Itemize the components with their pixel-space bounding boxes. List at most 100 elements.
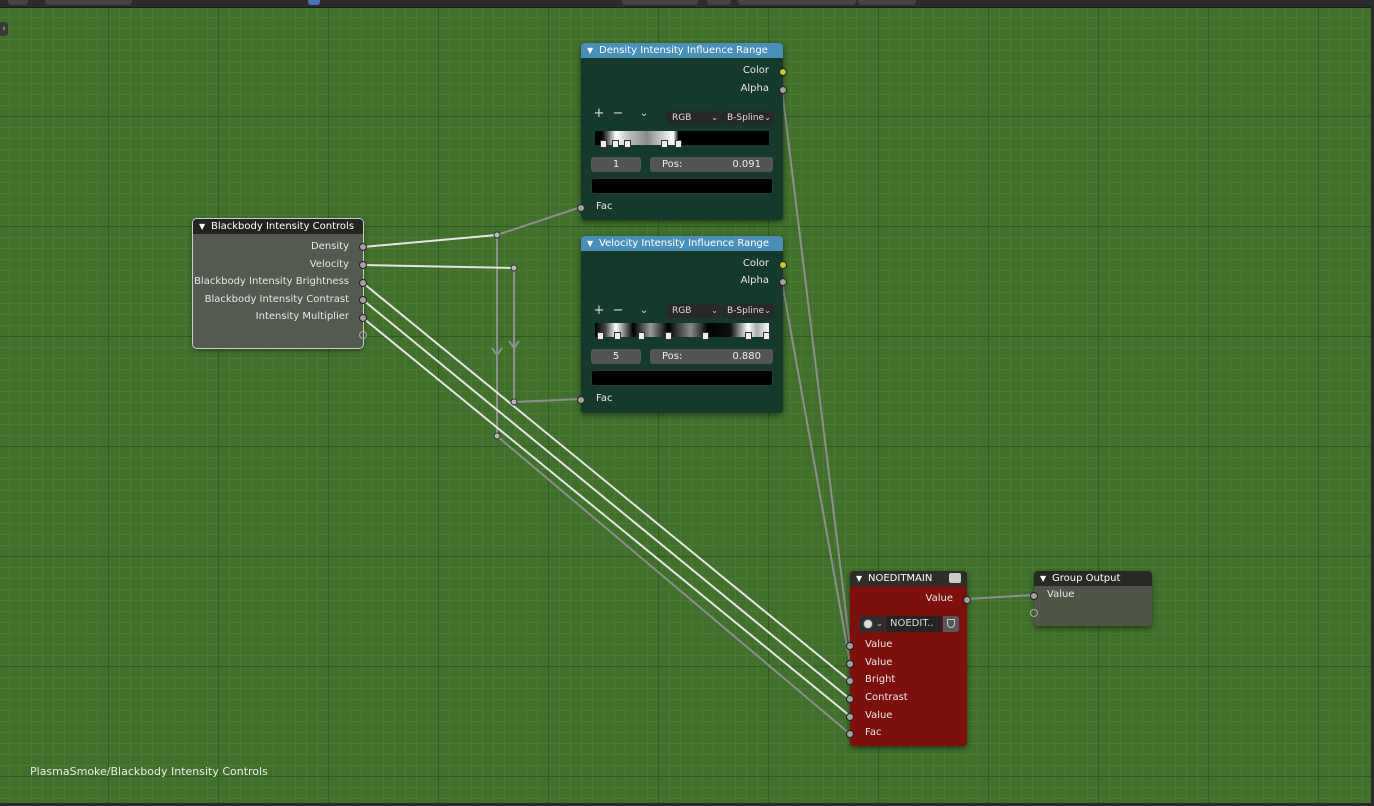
- node-header[interactable]: ▼ Velocity Intensity Influence Range: [581, 236, 783, 251]
- active-stop-index[interactable]: 5: [591, 349, 641, 364]
- color-ramp-stop[interactable]: [597, 332, 604, 340]
- node-header[interactable]: ▼ Group Output: [1034, 571, 1152, 586]
- link-velocity-reroute[interactable]: [362, 264, 515, 269]
- link-noedit-groupout[interactable]: [965, 594, 1035, 600]
- interpolation-select[interactable]: B-Spline⌄: [722, 111, 774, 125]
- datablock-browse-button[interactable]: ⌄: [859, 616, 885, 632]
- socket-value-2-in[interactable]: [846, 660, 854, 668]
- link-reroute-density-fac[interactable]: [496, 206, 582, 236]
- stop-color-swatch[interactable]: [591, 370, 773, 386]
- color-ramp-gradient[interactable]: [595, 323, 769, 337]
- color-ramp-widget[interactable]: [595, 131, 769, 149]
- node-title: Group Output: [1052, 573, 1121, 584]
- socket-alpha-out[interactable]: [779, 278, 787, 286]
- color-ramp-stop[interactable]: [614, 332, 621, 340]
- remove-stop-button[interactable]: −: [612, 303, 624, 318]
- link-density-alpha-value[interactable]: [781, 88, 851, 647]
- socket-fac-in[interactable]: [577, 204, 585, 212]
- socket-fac-in[interactable]: [577, 396, 585, 404]
- socket-bright-in[interactable]: [846, 677, 854, 685]
- socket-color-out[interactable]: [779, 68, 787, 76]
- link-density-reroute[interactable]: [362, 234, 498, 248]
- node-group-icon[interactable]: [949, 573, 961, 583]
- socket-empty-out[interactable]: [359, 331, 367, 339]
- collapse-triangle-icon[interactable]: ▼: [587, 239, 594, 248]
- color-ramp-stop[interactable]: [702, 332, 709, 340]
- node-header[interactable]: ▼ NOEDITMAIN: [850, 571, 967, 586]
- interpolation-select[interactable]: B-Spline⌄: [722, 304, 774, 318]
- color-ramp-stop[interactable]: [624, 140, 631, 148]
- color-mode-select[interactable]: RGB⌄: [667, 304, 721, 318]
- color-ramp-stop[interactable]: [661, 140, 668, 148]
- socket-brightness-out[interactable]: [359, 279, 367, 287]
- color-ramp-widget[interactable]: [595, 323, 770, 341]
- color-ramp-stop[interactable]: [665, 332, 672, 340]
- collapse-triangle-icon[interactable]: ▼: [587, 46, 594, 55]
- link-velocity-alpha-value[interactable]: [781, 281, 851, 664]
- add-stop-button[interactable]: +: [593, 106, 605, 121]
- velocity-intensity-influence-range-node[interactable]: ▼ Velocity Intensity Influence Range Col…: [577, 236, 787, 413]
- editor-type-icon[interactable]: [8, 0, 28, 5]
- ramp-menu-button[interactable]: ⌄: [639, 305, 649, 316]
- noeditmain-group-node[interactable]: ▼ NOEDITMAIN Value ⌄ NOEDIT.. Value Valu…: [846, 571, 971, 746]
- output-contrast: Blackbody Intensity Contrast: [204, 294, 349, 305]
- link-contrast-contrast[interactable]: [362, 299, 851, 700]
- ramp-menu-button[interactable]: ⌄: [639, 108, 649, 119]
- reroute-point[interactable]: [493, 432, 501, 440]
- color-ramp-stop[interactable]: [745, 332, 752, 340]
- header-buttons[interactable]: [858, 0, 916, 5]
- socket-multiplier-out[interactable]: [359, 314, 367, 322]
- socket-contrast-out[interactable]: [359, 296, 367, 304]
- blackbody-intensity-controls-node[interactable]: ▼ Blackbody Intensity Controls Density V…: [192, 218, 367, 349]
- color-ramp-stop[interactable]: [675, 140, 682, 148]
- socket-value-in[interactable]: [1030, 592, 1038, 600]
- reroute-point[interactable]: [510, 398, 518, 406]
- fake-user-toggle[interactable]: [943, 616, 959, 632]
- link-reroute-value-1[interactable]: [496, 435, 851, 735]
- density-intensity-influence-range-node[interactable]: ▼ Density Intensity Influence Range Colo…: [577, 43, 787, 220]
- socket-contrast-in[interactable]: [846, 695, 854, 703]
- socket-value-3-in[interactable]: [846, 713, 854, 721]
- collapse-triangle-icon[interactable]: ▼: [1040, 574, 1047, 583]
- header-checkbox[interactable]: [308, 0, 320, 5]
- header-dropdown[interactable]: [45, 0, 132, 5]
- remove-stop-button[interactable]: −: [612, 106, 624, 121]
- socket-value-1-in[interactable]: [846, 642, 854, 650]
- header-field[interactable]: [622, 0, 698, 5]
- stop-position-field[interactable]: Pos:0.091: [650, 157, 773, 172]
- reroute-point[interactable]: [493, 231, 501, 239]
- color-ramp-stop[interactable]: [600, 140, 607, 148]
- link-multiplier-value[interactable]: [362, 317, 851, 717]
- collapse-triangle-icon[interactable]: ▼: [199, 222, 206, 231]
- datablock-name-field[interactable]: NOEDIT..: [886, 616, 942, 632]
- active-stop-index[interactable]: 1: [591, 157, 641, 172]
- input-value: Value: [1047, 589, 1075, 600]
- stop-position-field[interactable]: Pos:0.880: [650, 349, 773, 364]
- link-reroute-velocity-fac[interactable]: [513, 398, 582, 403]
- socket-value-out[interactable]: [963, 596, 971, 604]
- link-brightness-bright[interactable]: [362, 282, 851, 682]
- node-header[interactable]: ▼ Density Intensity Influence Range: [581, 43, 783, 58]
- node-header[interactable]: ▼ Blackbody Intensity Controls: [193, 219, 363, 234]
- collapse-triangle-icon[interactable]: ▼: [856, 574, 863, 583]
- socket-fac-in[interactable]: [846, 730, 854, 738]
- socket-velocity-out[interactable]: [359, 261, 367, 269]
- node-title: Density Intensity Influence Range: [599, 45, 768, 56]
- color-ramp-stop[interactable]: [612, 140, 619, 148]
- color-ramp-stop[interactable]: [763, 332, 770, 340]
- group-output-node[interactable]: ▼ Group Output Value: [1030, 571, 1152, 626]
- stop-color-swatch[interactable]: [591, 178, 773, 194]
- color-ramp-stop[interactable]: [638, 332, 645, 340]
- color-ramp-gradient[interactable]: [595, 131, 769, 145]
- socket-density-out[interactable]: [359, 243, 367, 251]
- header-icon-button[interactable]: [707, 0, 731, 5]
- socket-alpha-out[interactable]: [779, 86, 787, 94]
- socket-empty-in[interactable]: [1030, 609, 1038, 617]
- sidebar-expand-icon[interactable]: ›: [0, 22, 8, 36]
- header-datablock-field[interactable]: [738, 0, 856, 5]
- color-mode-select[interactable]: RGB⌄: [667, 111, 721, 125]
- reroute-point[interactable]: [510, 264, 518, 272]
- socket-color-out[interactable]: [779, 261, 787, 269]
- chevron-down-icon: ⌄: [711, 113, 718, 122]
- add-stop-button[interactable]: +: [593, 303, 605, 318]
